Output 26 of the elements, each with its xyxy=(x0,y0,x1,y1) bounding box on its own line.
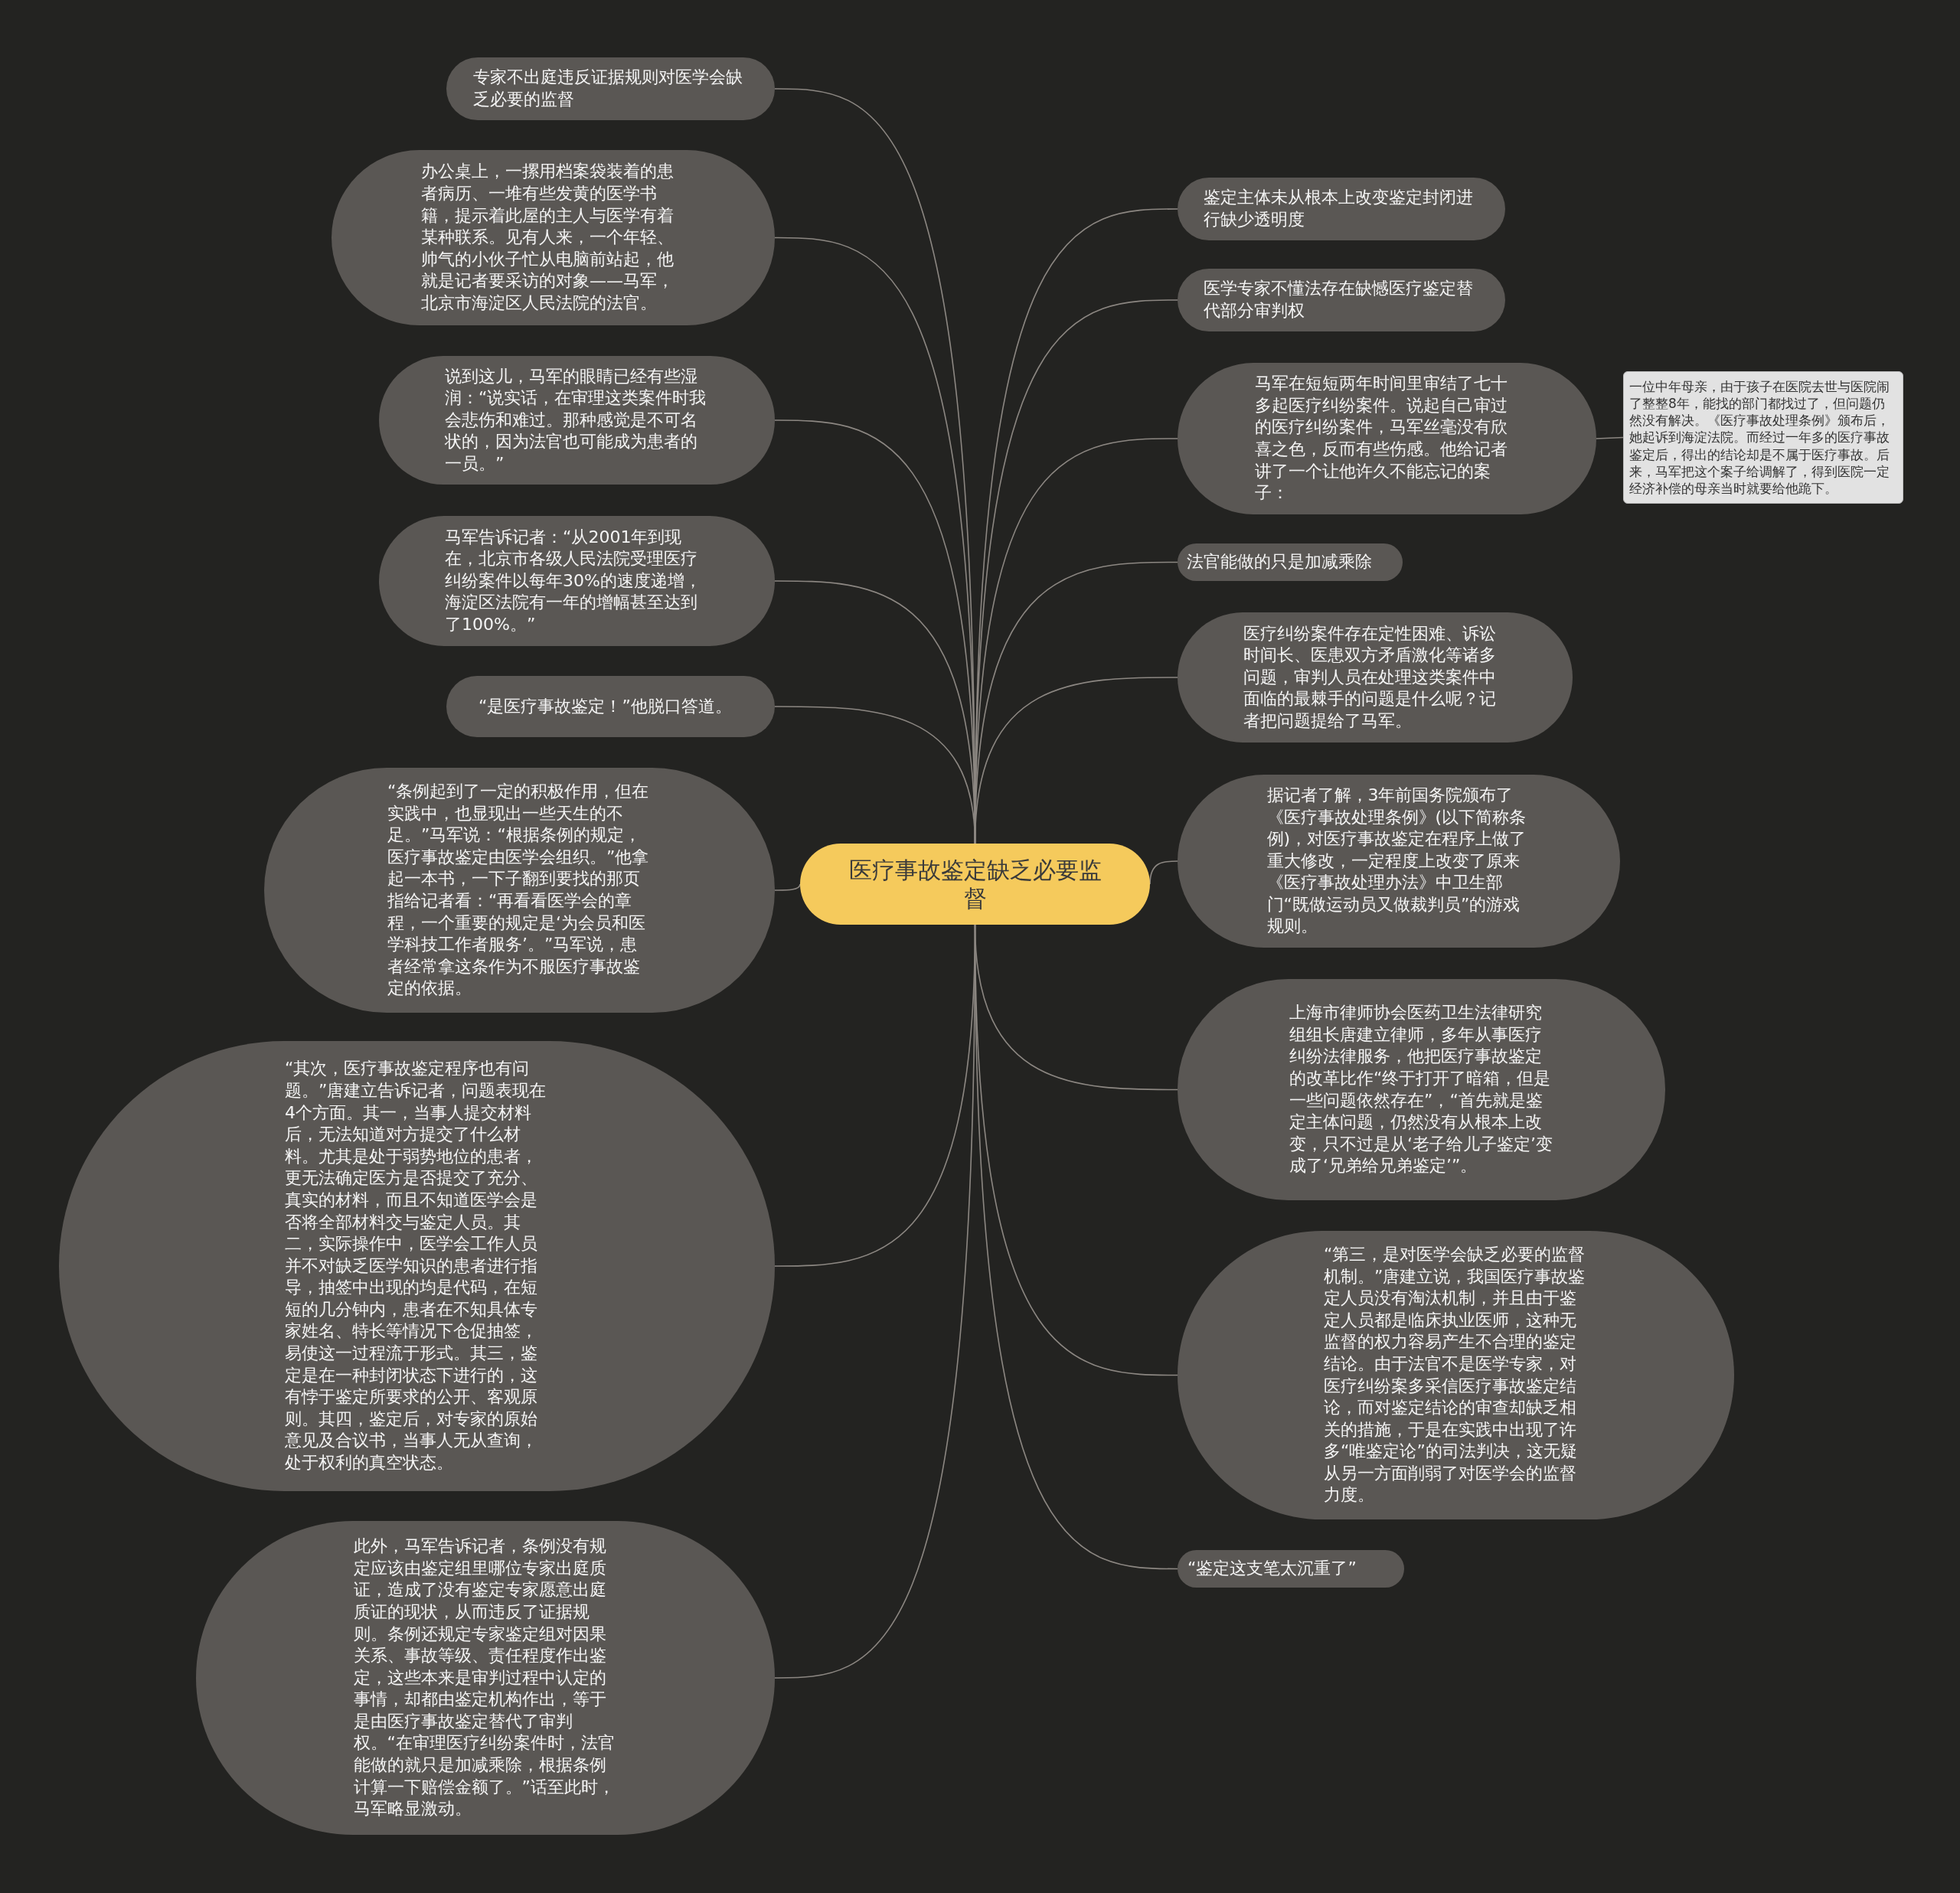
node-text: 说到这儿，马军的眼睛已经有些湿润：“说实话，在审理这类案件时我会悲伤和难过。那种感觉是不可名状的，因为法官也可能成为患者的一员。” xyxy=(445,365,707,475)
node-text: 专家不出庭违反证据规则对医学会缺乏必要的监督 xyxy=(472,67,743,110)
topic-pill xyxy=(1178,543,1403,581)
node-text: 据记者了解，3年前国务院颁布了《医疗事故处理条例》(以下简称条例)，对医疗事故鉴定在程序上做了重大修改，一定程度上改变了原来《医疗事故处理办法》中卫生部门“既做运动员又做裁判员”的游戏规则。 xyxy=(1266,784,1527,938)
note-card xyxy=(1623,371,1903,504)
node-text: 上海市律师协会医药卫生法律研究组组长唐建立律师，多年从事医疗纠纷法律服务，他把医疗事故鉴定的改革比作“终于打开了暗箱，但是一些问题依然存在”，“首先就是鉴定主体问题，仍然没有从根本上改变，只不过是从‘老子给儿子鉴定’变成了‘兄弟给兄弟鉴定’”。 xyxy=(1289,1002,1553,1177)
connector-line xyxy=(774,883,801,891)
node-text: 马军在短短两年时间里审结了七十多起医疗纠纷案件。说起自己审过的医疗纠纷案件，马军丝毫没有欣喜之色，反而有些伤感。他给记者讲了一个让他许久不能忘记的案子： xyxy=(1255,373,1508,504)
node-text: 法官能做的只是加减乘除 xyxy=(1187,551,1373,573)
node-text: 马军告诉记者：“从2001年到现在，北京市各级人民法院受理医疗纠纷案件以每年30%的速度递增，海淀区法院有一年的增幅甚至达到了100%。” xyxy=(445,526,702,635)
connector-line xyxy=(974,924,1178,1570)
node-text: 一位中年母亲，由于孩子在医院去世与医院闹了整整8年，能找的部门都找过了，但问题仍然没有解决。《医疗事故处理条例》颁布后，她起诉到海淀法院。而经过一年多的医疗事故鉴定后，得出的结论却是不属于医疗事故。后来，马军把这个案子给调解了，得到医院一定经济补偿的母亲当时就要给他跪下。 xyxy=(1629,378,1890,497)
node-text: 鉴定主体未从根本上改变鉴定封闭进行缺少透明度 xyxy=(1204,187,1474,230)
node-text: “其次，医疗事故鉴定程序也有问题。”唐建立告诉记者，问题表现在4个方面。其一，当事人提交材料后，无法知道对方提交了什么材料。尤其是处于弱势地位的患者，更无法确定医方是否提交了充分、真实的材料，而且不知道医学会是否将全部材料交与鉴定人员。其二，实际操作中，医学会工作人员并不对缺乏医学知识的患者进行指导，抽签中出现的均是代码，在短短的几分钟内，患者在不知具体专家姓名、特长等情况下仓促抽签，易使这一过程流于形式。其三，鉴定是在一种封闭状态下进行的，这有悖于鉴定所要求的公开、客观原则。其四，鉴定后，对专家的原始意见及合议书，当事人无从查询，处于权利的真空状态。 xyxy=(285,1058,547,1474)
node-text: “第三，是对医学会缺乏必要的监督机制。”唐建立说，我国医疗事故鉴定人员没有淘汰机制，并且由于鉴定人员都是临床执业医师，这种无监督的权力容易产生不合理的鉴定结论。由于法官不是医学专家，对医疗纠纷案多采信医疗事故鉴定结论，而对鉴定结论的审查却缺乏相关的措施，于是在实践中出现了许多“唯鉴定论”的司法判决，这无疑从另一方面削弱了对医学会的监督力度。 xyxy=(1324,1243,1586,1506)
node-text: 办公桌上，一摞用档案袋装着的患者病历、一堆有些发黄的医学书籍，提示着此屋的主人与医学有着某种联系。见有人来，一个年轻、帅气的小伙子忙从电脑前站起，他就是记者要采访的对象——马军，北京市海淀区人民法院的法官。 xyxy=(421,161,675,314)
node-text: “条例起到了一定的积极作用，但在实践中，也显现出一些天生的不足。”马军说：“根据条例的规定，医疗事故鉴定由医学会组织。”他拿起一本书，一下子翻到要找的那页指给记者看：“再看看医学会的章程，一个重要的规定是‘为会员和医学科技工作者服务’。”马军说，患者经常拿这条作为不服医疗事故鉴定的依据。 xyxy=(387,781,650,1000)
node-text: 此外，马军告诉记者，条例没有规定应该由鉴定组里哪位专家出庭质证，造成了没有鉴定专家愿意出庭质证的现状，从而违反了证据规则。条例还规定专家鉴定组对因果关系、事故等级、责任程度作出鉴定，这些本来是审判过程中认定的事情，却都由鉴定机构作出，等于是由医疗事故鉴定替代了审判权。“在审理医疗纠纷案件时，法官能做的就只是加减乘除，根据条例计算一下赔偿金额了。”话至此时，马军略显激动。 xyxy=(353,1536,616,1820)
node-text: 医疗纠纷案件存在定性困难、诉讼时间长、医患双方矛盾激化等诸多问题，审判人员在处理这类案件中面临的最棘手的问题是什么呢？记者把问题提给了马军。 xyxy=(1243,622,1497,732)
node-text: 医学专家不懂法存在缺憾医疗鉴定替代部分审判权 xyxy=(1204,278,1474,321)
node-text: “鉴定这支笔太沉重了” xyxy=(1187,1558,1357,1580)
topic-pill xyxy=(1178,1550,1404,1588)
node-text: “是医疗事故鉴定！”他脱口答道。 xyxy=(479,695,733,717)
connector-line xyxy=(1149,860,1178,885)
connector-line xyxy=(1596,436,1624,439)
node-text: 医疗事故鉴定缺乏必要监督 xyxy=(848,855,1102,913)
